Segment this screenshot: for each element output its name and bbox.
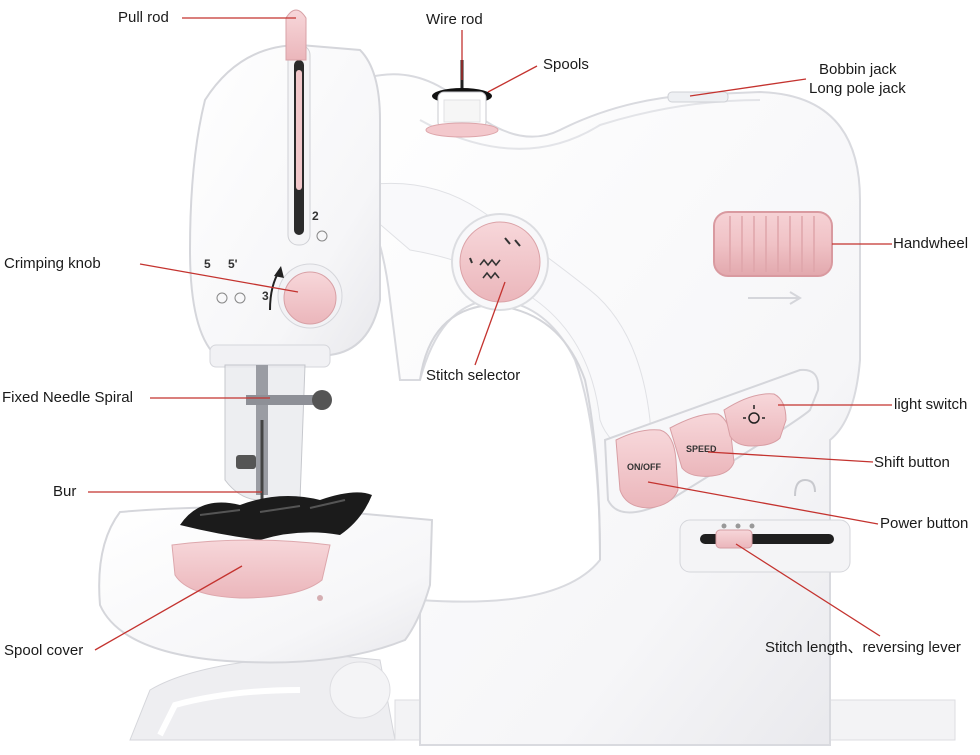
needle-assembly [224, 364, 332, 505]
leader-shift-button [707, 451, 874, 463]
free-arm-bed [98, 492, 434, 664]
stitch-length-lever [679, 519, 851, 573]
leader-spool-cover [94, 565, 243, 651]
label-spool-cover: Spool cover [4, 642, 84, 659]
label-stitch-selector: Stitch selector [426, 367, 521, 384]
label-power-button: Power button [880, 515, 969, 532]
leader-crimping-knob [139, 263, 299, 293]
guide-number-2: 2 [312, 209, 319, 223]
button-panel: ON/OFF SPEED [603, 368, 820, 514]
label-wire-rod: Wire rod [426, 11, 483, 28]
leader-stitch-selector [474, 281, 506, 366]
label-stitch-length: Stitch length、reversing lever [765, 639, 961, 656]
label-bobbin-jack: Bobbin jack [819, 61, 897, 78]
leader-bobbin-jack [689, 78, 807, 97]
spool-assembly [425, 60, 499, 138]
label-spools: Spools [543, 56, 589, 73]
label-shift-button: Shift button [874, 454, 950, 471]
leader-lines [88, 17, 892, 651]
leader-power-button [647, 481, 879, 525]
label-pull-rod: Pull rod [118, 9, 169, 26]
crimping-knob-assembly: 3 2 5 5' [204, 209, 343, 329]
machine-head [188, 9, 381, 368]
guide-number-5-prime: 5' [228, 257, 238, 271]
label-bur: Bur [53, 483, 77, 500]
label-handwheel: Handwheel [893, 235, 969, 252]
guide-number-5: 5 [204, 257, 211, 271]
stitch-selector-dial [451, 213, 549, 311]
label-fixed-needle-spiral: Fixed Needle Spiral [2, 389, 133, 406]
label-long-pole-jack: Long pole jack [809, 80, 906, 97]
knob-number-3: 3 [262, 289, 269, 303]
leader-stitch-length [735, 543, 881, 637]
on-off-button-text: ON/OFF [627, 462, 661, 472]
leader-spools [487, 65, 538, 93]
label-light-switch: light switch [894, 396, 968, 413]
speed-button-text: SPEED [686, 444, 717, 454]
label-crimping-knob: Crimping knob [4, 255, 101, 272]
